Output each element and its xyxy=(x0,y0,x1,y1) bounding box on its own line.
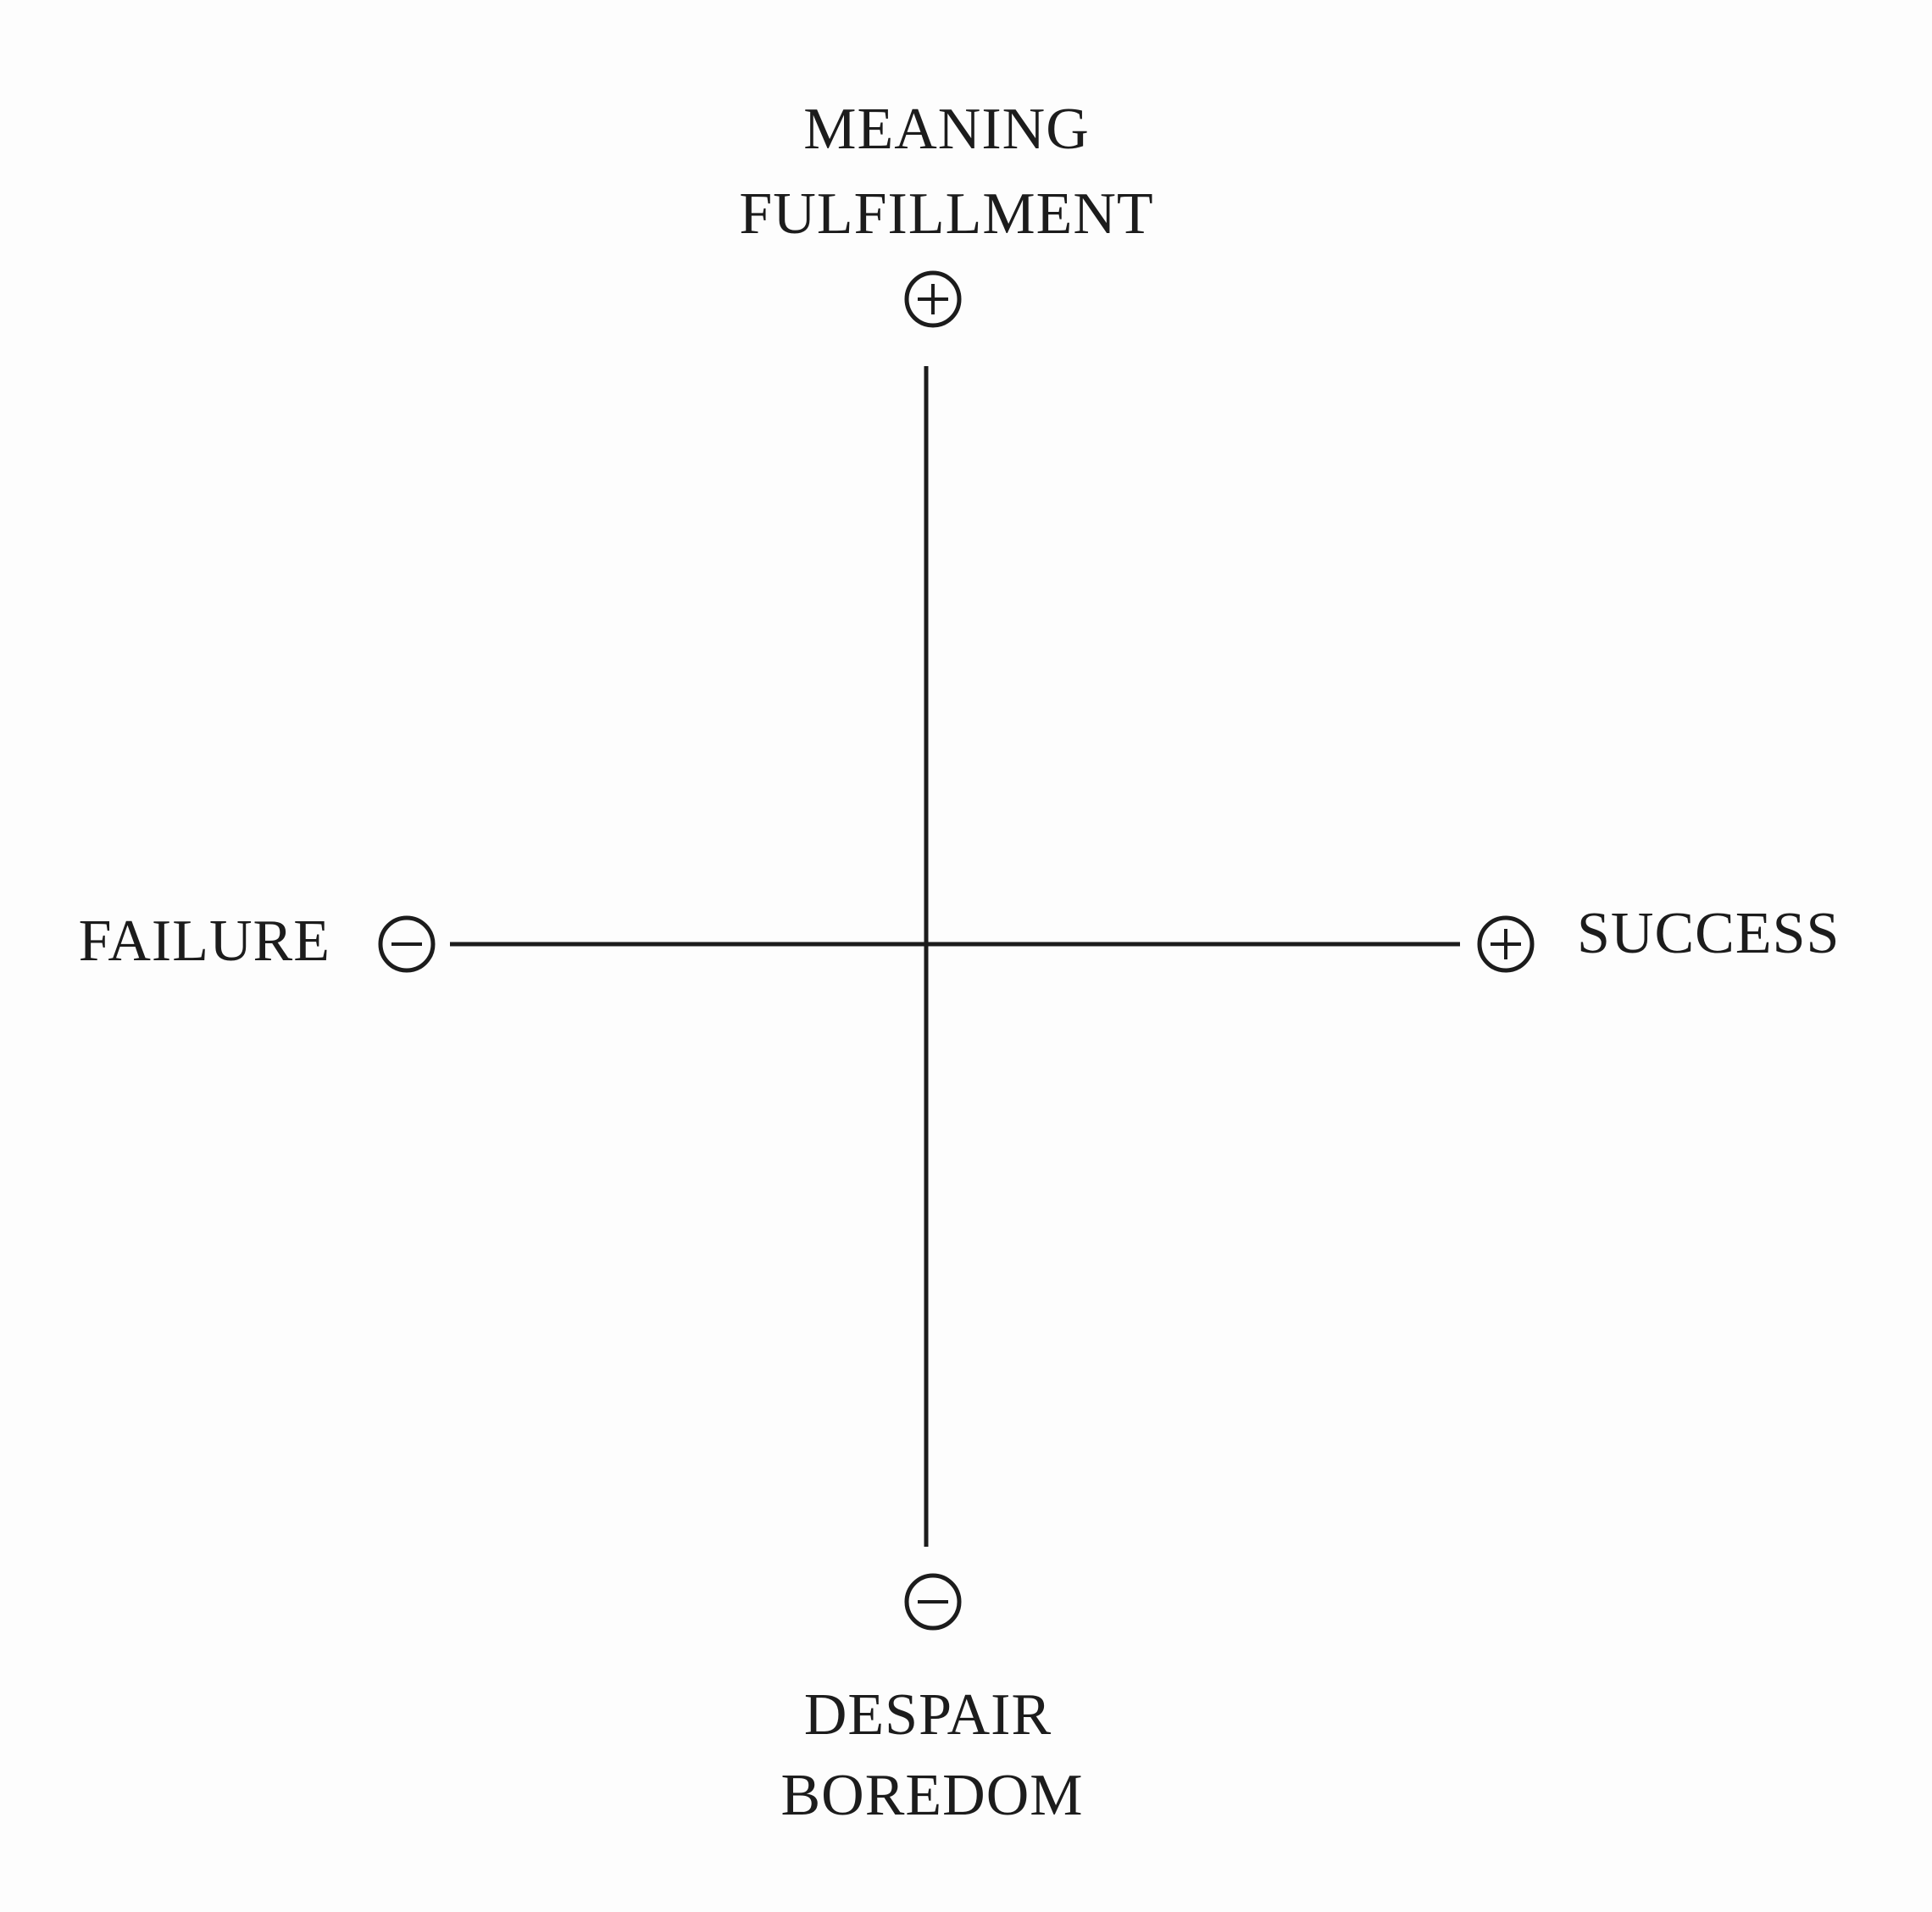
label-despair: DESPAIR xyxy=(804,1682,1052,1748)
label-fulfillment: FULFILLMENT xyxy=(739,181,1153,247)
minus-icon xyxy=(378,915,436,973)
plus-icon xyxy=(904,270,962,328)
label-meaning: MEANING xyxy=(803,97,1090,162)
label-success: SUCCESS xyxy=(1577,901,1840,966)
plus-icon xyxy=(1477,915,1535,973)
label-boredom: BOREDOM xyxy=(780,1763,1083,1828)
label-failure: FAILURE xyxy=(79,909,330,974)
minus-icon xyxy=(904,1573,962,1631)
